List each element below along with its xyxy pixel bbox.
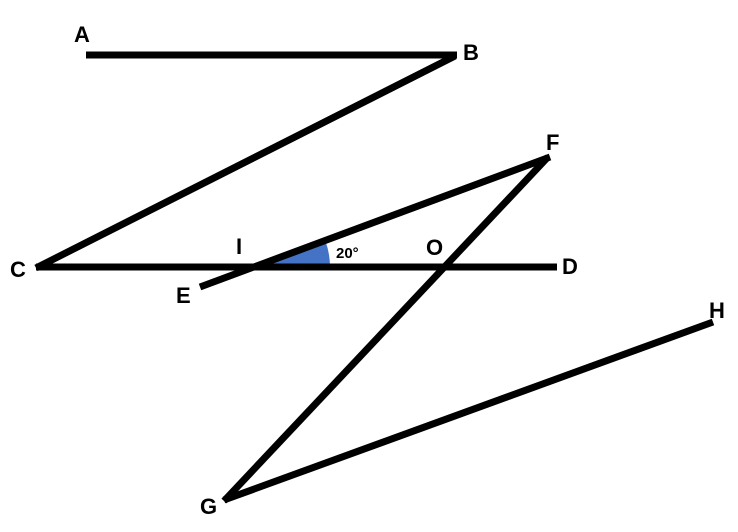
angle-label: 20° [336,245,359,262]
label-h: H [709,298,725,323]
segment-ef [198,153,552,291]
label-f: F [546,130,559,155]
label-c: C [10,257,26,282]
label-d: D [562,254,578,279]
label-i: I [236,234,242,259]
label-o: O [426,235,443,260]
segment-fg [221,154,551,504]
segment-bc [34,52,457,272]
label-b: B [463,40,479,65]
label-g: G [200,494,217,519]
label-a: A [74,22,90,47]
label-e: E [176,283,191,308]
segment-gh [222,318,715,504]
